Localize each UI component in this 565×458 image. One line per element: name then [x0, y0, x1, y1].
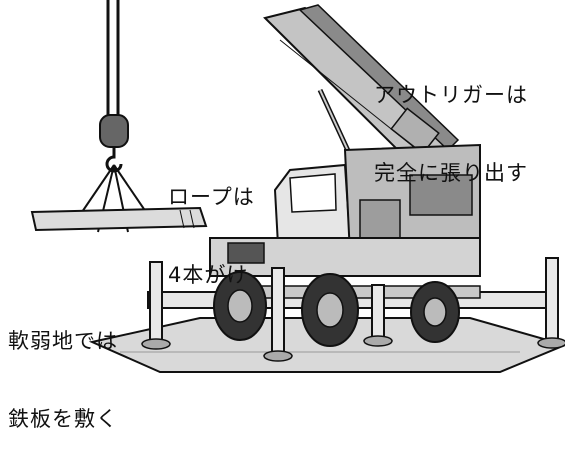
hook-and-load	[30, 0, 208, 233]
rope-caption: ロープは 4本がけ	[168, 132, 255, 314]
soft-ground-caption: 軟弱地では 鉄板を敷く	[8, 276, 118, 458]
crane-safety-illustration	[30, 0, 565, 373]
rope-caption-line1: ロープは	[168, 185, 255, 209]
soft-ground-caption-line2: 鉄板を敷く	[8, 407, 118, 431]
wheels	[213, 271, 460, 347]
soft-ground-caption-line1: 軟弱地では	[8, 329, 118, 353]
outrigger-caption: アウトリガーは 完全に張り出す	[374, 30, 528, 212]
outrigger-jacks	[141, 257, 565, 362]
outrigger-caption-line1: アウトリガーは	[374, 83, 528, 107]
crane-truck	[209, 143, 481, 277]
rope-caption-line2: 4本がけ	[168, 263, 249, 287]
outrigger-caption-line2: 完全に張り出す	[374, 161, 528, 185]
